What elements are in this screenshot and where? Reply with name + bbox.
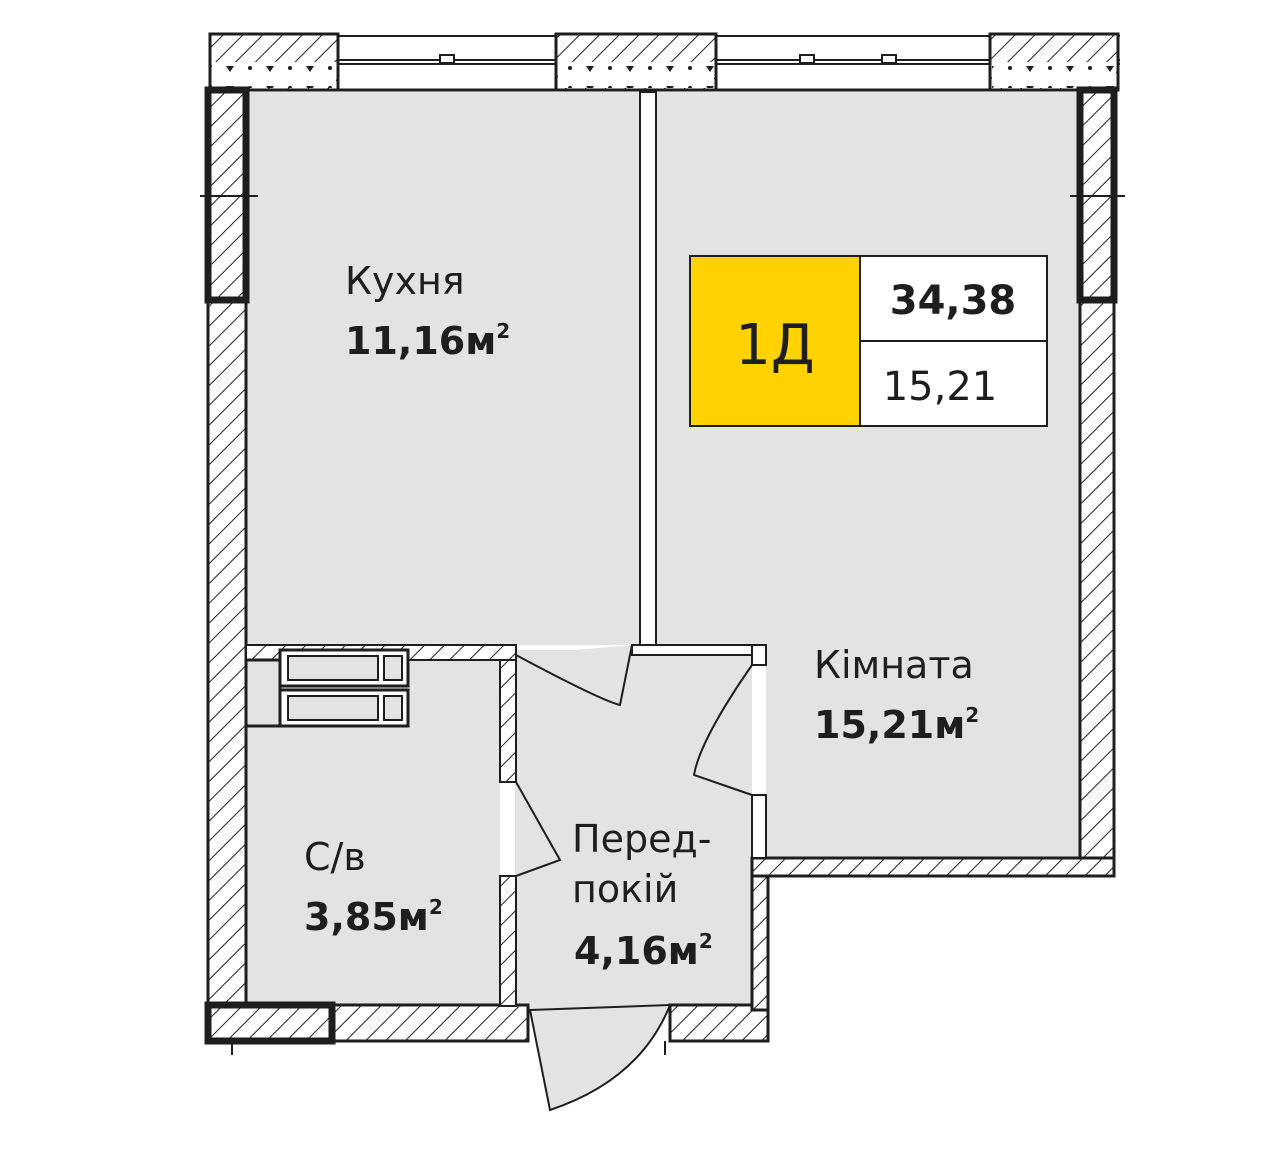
kitchen-door: [515, 644, 633, 707]
hallway-area-sup: 2: [699, 929, 713, 953]
bathroom-label: С/в 3,85м2: [304, 835, 443, 939]
room-label: Кімната 15,21м2: [814, 643, 979, 747]
badge-living-box: [859, 340, 1048, 427]
hallway-label: Перед- покій 4,16м2: [572, 817, 713, 973]
badge-total-box: [859, 255, 1048, 342]
hallway-floor: [515, 650, 752, 1010]
total-area: 34,38: [890, 278, 1017, 324]
entry-door-swing: [528, 1003, 672, 1112]
hall-right-wall: [750, 856, 770, 1012]
kitchen-room-partition: [639, 91, 657, 649]
apartment-code: 1Д: [735, 313, 814, 378]
hallway-area: 4,16м: [574, 929, 699, 973]
hall-top-wall: [631, 644, 753, 656]
kitchen-name: Кухня: [345, 259, 465, 303]
kitchen-label: Кухня 11,16м2: [345, 259, 510, 363]
svg-text:3,85м2: 3,85м2: [304, 895, 443, 939]
hallway-name-line1: Перед-: [572, 817, 711, 861]
top-facade: [208, 32, 1120, 92]
kitchen-area-sup: 2: [496, 319, 510, 343]
bath-right-wall-bottom: [499, 875, 517, 1007]
doors: [515, 644, 753, 877]
bathroom-door: [515, 781, 562, 877]
room-name: Кімната: [814, 643, 974, 687]
room-door-jamb-bottom: [751, 794, 767, 859]
bath-right-wall-top: [499, 659, 517, 783]
room-area-sup: 2: [965, 703, 979, 727]
bottom-wall-column: [204, 1001, 336, 1045]
kitchen-area: 11,16м: [345, 319, 496, 363]
bathroom-name: С/в: [304, 835, 366, 879]
bathroom-area-sup: 2: [429, 895, 443, 919]
apartment-badge: 1Д 34,38 15,21: [689, 255, 1048, 427]
room-bottom-wall: [750, 856, 1116, 878]
kitchen-floor: [246, 92, 640, 645]
svg-text:15,21м2: 15,21м2: [814, 703, 979, 747]
axis-ticks: [200, 195, 1125, 1055]
svg-text:11,16м2: 11,16м2: [345, 319, 510, 363]
bathroom-floor: [246, 660, 500, 1005]
svg-text:4,16м2: 4,16м2: [574, 929, 713, 973]
bathroom-area: 3,85м: [304, 895, 429, 939]
hallway-name-line2: покій: [572, 867, 678, 911]
badge-code-box: [689, 255, 861, 427]
room-door: [692, 664, 753, 796]
room-door-jamb-top: [751, 644, 767, 666]
room-area: 15,21м: [814, 703, 965, 747]
living-area: 15,21: [883, 364, 998, 410]
